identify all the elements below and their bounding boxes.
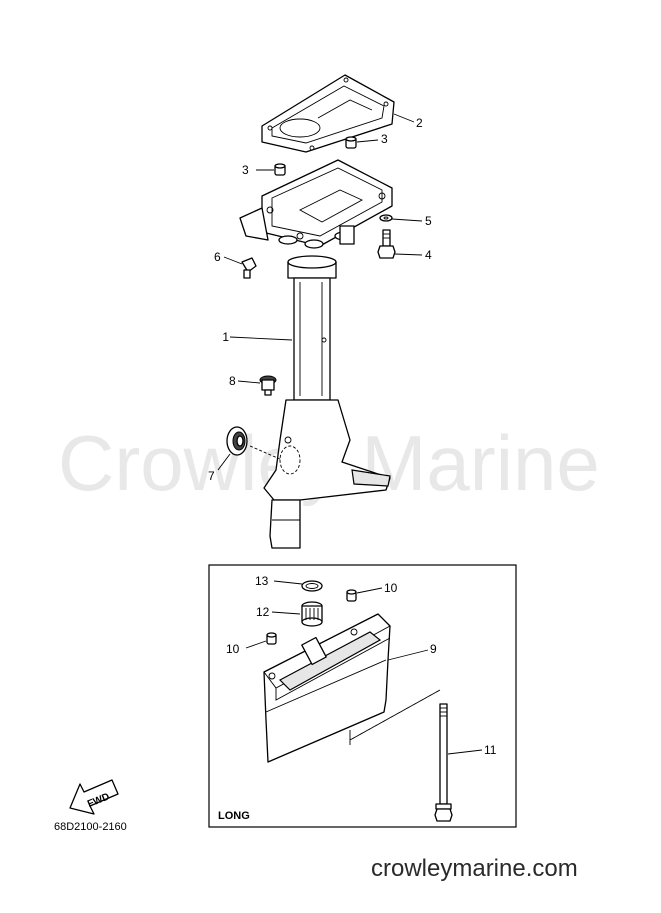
callout-3-right[interactable]: 3: [381, 132, 388, 146]
fwd-arrow-icon: FWD: [69, 779, 119, 815]
leader-10-left: [245, 640, 267, 649]
leader-6: [223, 256, 243, 265]
leader-8: [237, 380, 261, 384]
bolt-part-4[interactable]: [377, 229, 396, 259]
washer-part-5[interactable]: [379, 214, 393, 222]
leader-7: [217, 453, 231, 471]
dowel-pin-10-right[interactable]: [346, 589, 357, 602]
leader-5: [391, 218, 423, 222]
extension-part-9[interactable]: [263, 613, 391, 763]
leader-3-right: [356, 139, 379, 143]
inset-box: [208, 564, 517, 828]
leader-13: [273, 580, 303, 585]
upper-casing-part-1[interactable]: [239, 159, 393, 549]
fitting-part-6[interactable]: [241, 257, 257, 279]
dowel-pin-10-left[interactable]: [266, 632, 277, 645]
leader-9-11-assembly: [349, 689, 441, 741]
leader-9: [387, 649, 429, 661]
plug-part-8[interactable]: [259, 375, 277, 396]
dowel-pin-3-left[interactable]: [274, 163, 286, 176]
leader-7-assembly: [249, 445, 283, 461]
leader-12: [271, 611, 301, 615]
callout-6[interactable]: 6: [214, 250, 221, 264]
callout-4[interactable]: 4: [425, 248, 432, 262]
callout-1[interactable]: 1: [222, 330, 229, 344]
callout-8[interactable]: 8: [229, 374, 236, 388]
callout-10-right[interactable]: 10: [384, 581, 398, 595]
callout-7[interactable]: 7: [208, 469, 215, 483]
site-url[interactable]: crowleymarine.com: [371, 855, 578, 882]
dowel-pin-3-right[interactable]: [345, 136, 357, 149]
circlip-part-13[interactable]: [301, 580, 323, 592]
diagram-code: 68D2100-2160: [54, 821, 127, 833]
leader-11: [447, 749, 483, 755]
callout-13[interactable]: 13: [255, 574, 269, 588]
gasket-part-2[interactable]: [261, 74, 395, 153]
callout-10-left[interactable]: 10: [226, 642, 240, 656]
long-bolt-part-11[interactable]: [434, 703, 453, 822]
leader-10-right: [356, 587, 383, 594]
callout-2[interactable]: 2: [416, 116, 423, 130]
leader-2: [393, 113, 415, 123]
leader-4: [394, 253, 423, 256]
leader-1: [229, 336, 293, 341]
grommet-part-7[interactable]: [226, 426, 248, 456]
callout-12[interactable]: 12: [256, 605, 270, 619]
callout-11[interactable]: 11: [484, 743, 497, 757]
callout-5[interactable]: 5: [425, 214, 432, 228]
callout-3-left[interactable]: 3: [242, 163, 249, 177]
inset-label: LONG: [218, 810, 250, 822]
bushing-part-12[interactable]: [301, 601, 323, 627]
callout-9[interactable]: 9: [430, 642, 437, 656]
